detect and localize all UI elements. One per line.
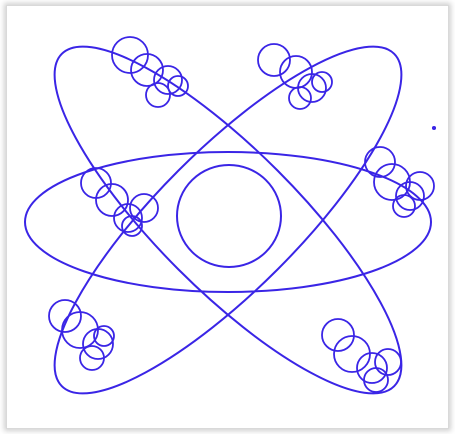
nucleus	[177, 165, 281, 267]
electron-right	[365, 147, 434, 217]
stray-dot	[433, 127, 436, 130]
diagonal-orbit-tr-bl	[12, 4, 443, 434]
electron-bottom-right	[322, 319, 401, 392]
electron-top-left	[112, 37, 188, 107]
diagonal-orbit-tl-br	[12, 4, 443, 434]
electron-bottom-left	[49, 300, 114, 370]
